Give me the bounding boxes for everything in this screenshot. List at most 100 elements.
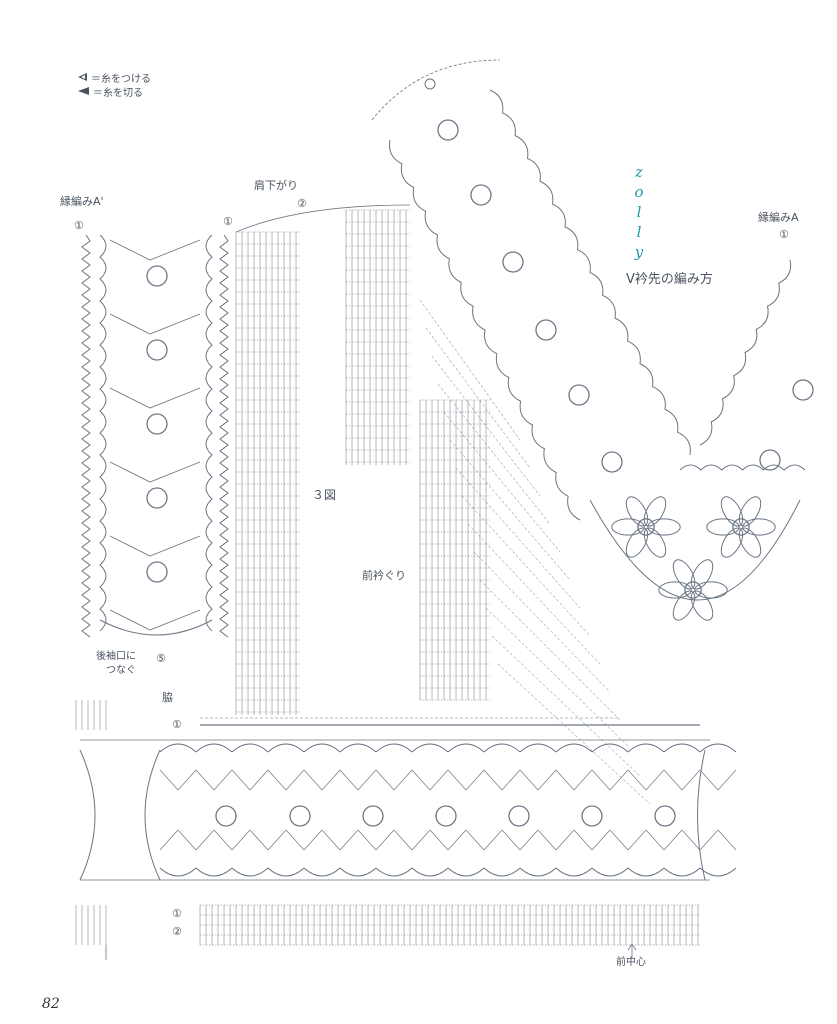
page-number: 82 (42, 996, 60, 1012)
marker-1-side: ① (172, 718, 182, 731)
hem-scallop (339, 743, 377, 753)
hem-chain (483, 829, 521, 851)
shoulder-shaping-label: 肩下がり (254, 179, 298, 192)
hem-scallop (159, 743, 197, 753)
legend-attach-text: ＝糸をつける (91, 73, 151, 85)
hem-chain (159, 769, 197, 791)
flower-petal (738, 496, 762, 527)
hem-scallop (303, 867, 341, 877)
marker-5: ⑤ (156, 652, 166, 665)
hem-scallop (483, 743, 521, 753)
ring-motif (435, 805, 457, 827)
flower-petal (720, 496, 744, 527)
ring-motif (146, 339, 168, 361)
v-band-bounds (380, 70, 690, 520)
chain-loop (109, 461, 201, 483)
flower-petal (672, 590, 696, 621)
hem-chain (555, 829, 593, 851)
ring-motif (289, 805, 311, 827)
hem-scallop (663, 743, 701, 753)
hem-chain (699, 769, 737, 791)
hem-scallop (519, 743, 557, 753)
joining-chain (497, 663, 651, 805)
hem-left-curve (79, 749, 96, 881)
solid-triangle-icon (78, 87, 89, 95)
marker-1-shoulder: ① (223, 215, 233, 228)
joining-chain (491, 635, 641, 777)
front-center-label: 前中心 (616, 957, 646, 968)
legend-attach: ＝糸をつける (78, 70, 151, 85)
chain-loop (109, 239, 201, 261)
hem-chain (519, 769, 557, 791)
hem-right-curve (697, 749, 706, 881)
joining-chain (479, 579, 621, 721)
hem-chain (555, 769, 593, 791)
hem-scallop (627, 743, 665, 753)
front-neckline-label: 前衿ぐり (362, 569, 406, 582)
ring-motif (508, 805, 530, 827)
ring-motif (470, 184, 492, 206)
ring-motif (146, 265, 168, 287)
hem-scallop (519, 867, 557, 877)
flower-petal (611, 518, 645, 536)
flower-petal (738, 527, 762, 558)
collar-top-arc (371, 59, 501, 121)
picot-edge (219, 234, 229, 638)
hem-chain (519, 829, 557, 851)
join-back-cuff-label-2: つなぐ (106, 665, 136, 676)
hem-chain (267, 769, 305, 791)
ring-motif (654, 805, 676, 827)
marker-1-edging-a: ① (779, 228, 789, 241)
scallop-edge (99, 234, 107, 632)
hem-chain (591, 769, 629, 791)
hem-chain (447, 829, 485, 851)
watermark: z o l l y (630, 162, 648, 262)
diagonal-scallop (489, 89, 691, 456)
hem-scallop (159, 867, 197, 877)
hem-chain (483, 769, 521, 791)
hem-chain (411, 769, 449, 791)
hem-chain (627, 769, 665, 791)
front-body-chart (200, 204, 700, 805)
marker-2-shoulder: ② (297, 197, 307, 210)
flower-petal (643, 496, 667, 527)
hem-scallop (267, 867, 305, 877)
flower-petal (672, 559, 696, 590)
watermark-letter: y (634, 243, 644, 261)
ring-motif (759, 449, 781, 471)
marker-1-edging-a-prime: ① (74, 219, 84, 232)
watermark-letter: z (635, 163, 643, 181)
hem-scallop (627, 867, 665, 877)
hem-scallop (375, 867, 413, 877)
picot-edge (81, 234, 91, 638)
ring-motif (637, 518, 655, 536)
hem-scallop (591, 867, 629, 877)
hem-chain (699, 829, 737, 851)
hem-scallop (411, 743, 449, 753)
ring-motif (437, 119, 459, 141)
hem-chain (195, 829, 233, 851)
diagonal-scallop (699, 259, 792, 446)
joining-chain (437, 383, 551, 525)
hem-scallop (411, 867, 449, 877)
joining-chain (419, 299, 521, 441)
hem-scallop (195, 867, 233, 877)
flower-petal (720, 527, 744, 558)
hem-scallop (231, 867, 269, 877)
chain-loop (109, 313, 201, 335)
flower-petal (690, 559, 714, 590)
hem-scallop (447, 743, 485, 753)
open-triangle-icon (78, 73, 87, 81)
joining-chain (473, 551, 611, 693)
legend-cut-text: ＝糸を切る (93, 87, 143, 99)
start-ring-icon (424, 78, 436, 90)
joining-chain (449, 439, 571, 581)
flower-petal (742, 518, 776, 536)
chain-loop (109, 535, 201, 557)
legend: ＝糸をつける ＝糸を切る (78, 70, 151, 99)
hem-scallop (699, 867, 737, 877)
hem-scallop (339, 867, 377, 877)
ring-motif (502, 251, 524, 273)
figure-3-label: ３図 (312, 488, 337, 502)
chain-loop (109, 387, 201, 409)
